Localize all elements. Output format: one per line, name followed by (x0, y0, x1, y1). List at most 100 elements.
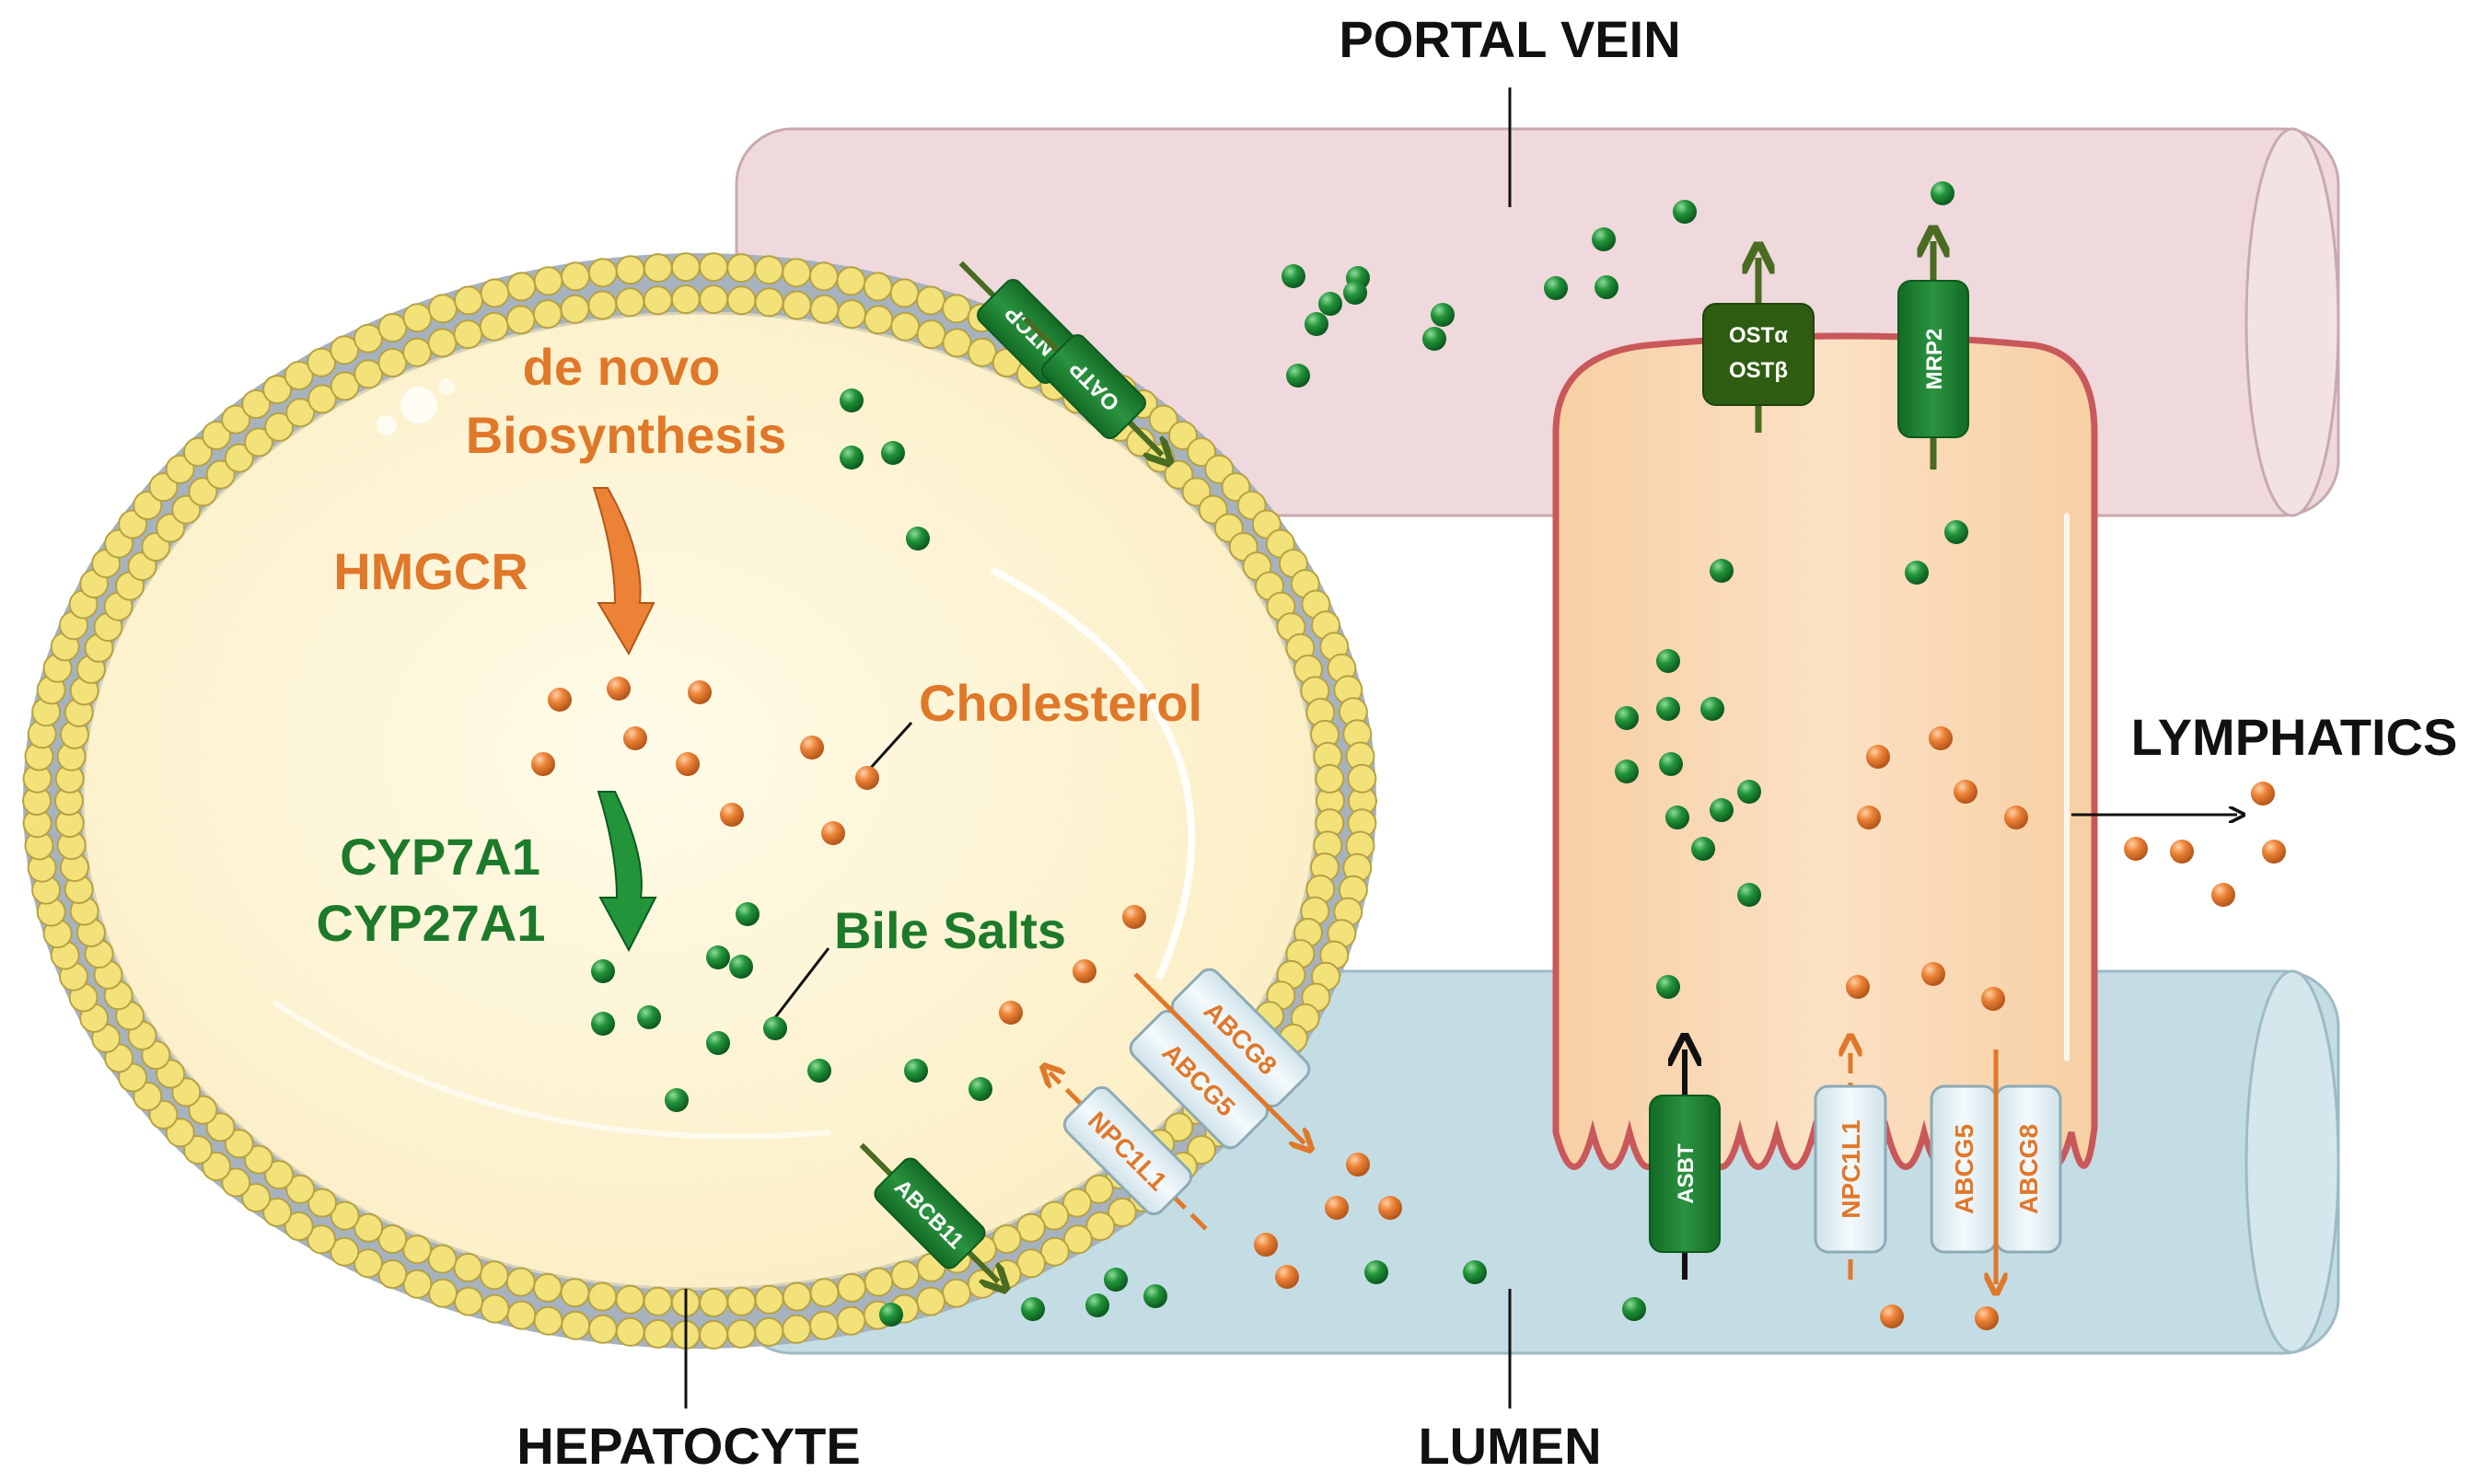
membrane-lipid-head (942, 1278, 971, 1308)
bile-salt-molecule (1615, 759, 1639, 783)
bile-salt-molecule (840, 388, 864, 412)
cholesterol-molecule (1275, 1265, 1299, 1289)
membrane-lipid-head (967, 337, 997, 367)
membrane-lipid-head (889, 278, 920, 308)
cholesterol-molecule (1857, 806, 1881, 829)
membrane-lipid-head (1062, 1224, 1093, 1255)
bile-salt-molecule (879, 1303, 903, 1327)
cholesterol-molecule (548, 688, 572, 712)
membrane-lipid-head (202, 421, 232, 450)
membrane-lipid-head (402, 1235, 433, 1265)
membrane-lipid-head (587, 1281, 618, 1312)
membrane-lipid-head (480, 1293, 510, 1324)
asbt-label: ASBT (1674, 1143, 1699, 1204)
bile-salt-molecule (904, 1059, 928, 1083)
membrane-lipid-head (262, 1197, 293, 1227)
membrane-lipid-head (505, 305, 536, 335)
bile-salt-molecule (1364, 1260, 1388, 1284)
bile-salt-molecule (1544, 276, 1568, 300)
membrane-lipid-head (1039, 1200, 1070, 1231)
membrane-lipid-head (615, 1284, 645, 1315)
bile-salt-molecule (736, 902, 760, 926)
abcg5-enterocyte-label: ABCG5 (1950, 1124, 1978, 1214)
membrane-lipid-head (782, 290, 812, 320)
cholesterol-molecule (1254, 1233, 1278, 1257)
membrane-lipid-head (354, 1248, 383, 1279)
membrane-lipid-head (1204, 454, 1235, 484)
cholesterol-molecule (1073, 959, 1096, 983)
membrane-lipid-head (183, 437, 213, 467)
membrane-lipid-head (454, 285, 483, 316)
cholesterol-molecule (1880, 1304, 1904, 1328)
bile-salt-molecule (706, 945, 730, 969)
bile-salt-molecule (1143, 1284, 1167, 1308)
bile-salt-molecule (1021, 1297, 1045, 1321)
ost-alpha-label: OSTα (1729, 323, 1788, 348)
portal-vein-label: PORTAL VEIN (1339, 10, 1680, 68)
bile-salt-molecule (968, 1077, 992, 1101)
ost-alpha-beta-transporter: OSTα OSTβ (1702, 258, 1815, 433)
membrane-lipid-head (285, 398, 316, 428)
membrane-lipid-head (587, 258, 618, 288)
membrane-lipid-head (587, 290, 618, 320)
membrane-lipid-head (942, 294, 971, 324)
membrane-lipid-head (377, 1259, 408, 1289)
cholesterol-molecules (531, 677, 2286, 1330)
hmgcr-label: HMGCR (333, 542, 528, 600)
cholesterol-molecule (1954, 780, 1977, 804)
bile-salt-molecule (1286, 364, 1310, 388)
membrane-lipid-head (615, 287, 645, 318)
cyp27a1-label: CYP27A1 (316, 894, 545, 952)
membrane-lipid-head (890, 1260, 921, 1291)
cholesterol-molecule (623, 726, 647, 750)
membrane-lipid-head (241, 389, 272, 419)
membrane-lipid-head (427, 328, 458, 358)
membrane-lipid-head (587, 1314, 618, 1344)
membrane-lipid-head (354, 359, 384, 389)
membrane-lipid-head (726, 1286, 757, 1316)
cholesterol-molecule (1921, 962, 1945, 986)
bile-salt-molecule (1422, 327, 1446, 351)
membrane-lipid-head (307, 347, 337, 377)
portal-vein-label-group: PORTAL VEIN (1339, 10, 1681, 207)
bile-salt-molecule (1595, 275, 1618, 299)
bile-salt-molecule (591, 1012, 615, 1036)
cholesterol-molecule (2251, 782, 2275, 806)
bile-salt-molecule (1905, 561, 1929, 585)
membrane-lipid-head (560, 294, 590, 324)
cholesterol-molecule (1122, 905, 1146, 929)
bile-salt-molecule (881, 441, 905, 465)
membrane-lipid-head (188, 477, 218, 507)
membrane-lipid-head (202, 1152, 232, 1181)
bile-salt-molecule (1085, 1293, 1109, 1317)
bile-salt-molecule (591, 959, 615, 983)
membrane-lipid-head (808, 261, 839, 292)
cholesterol-molecule (1929, 726, 1953, 750)
membrane-lipid-head (205, 459, 236, 490)
bile-salt-molecule (1615, 706, 1639, 730)
membrane-lipid-head (506, 1300, 537, 1330)
membrane-lipid-head (330, 371, 360, 401)
ost-beta-label: OSTβ (1729, 358, 1788, 383)
mrp2-transporter: MRP2 (1897, 241, 1969, 470)
membrane-lipid-head (643, 1318, 673, 1349)
cholesterol-molecule (1325, 1196, 1349, 1220)
cholesterol-molecule (2004, 806, 2028, 829)
bile-salts-label: Bile Salts (834, 901, 1066, 959)
bile-salt-molecule (1710, 559, 1734, 583)
membrane-lipid-head (782, 1281, 812, 1312)
bile-salt-molecule (1104, 1268, 1128, 1292)
membrane-lipid-head (377, 348, 408, 377)
bile-salt-molecule (729, 955, 753, 979)
hepatocyte-label-group: HEPATOCYTE (516, 1289, 861, 1475)
membrane-lipid-head (1062, 1188, 1092, 1218)
membrane-lipid-head (992, 1224, 1022, 1254)
bile-salt-molecule (1305, 312, 1328, 336)
bile-salt-molecule (1463, 1260, 1487, 1284)
bile-salt-molecule (1656, 649, 1680, 673)
cholesterol-molecule (607, 677, 631, 701)
membrane-lipid-head (643, 253, 673, 284)
membrane-lipid-head (1107, 1197, 1137, 1227)
membrane-lipid-head (224, 443, 254, 473)
membrane-lipid-head (1085, 1212, 1116, 1241)
